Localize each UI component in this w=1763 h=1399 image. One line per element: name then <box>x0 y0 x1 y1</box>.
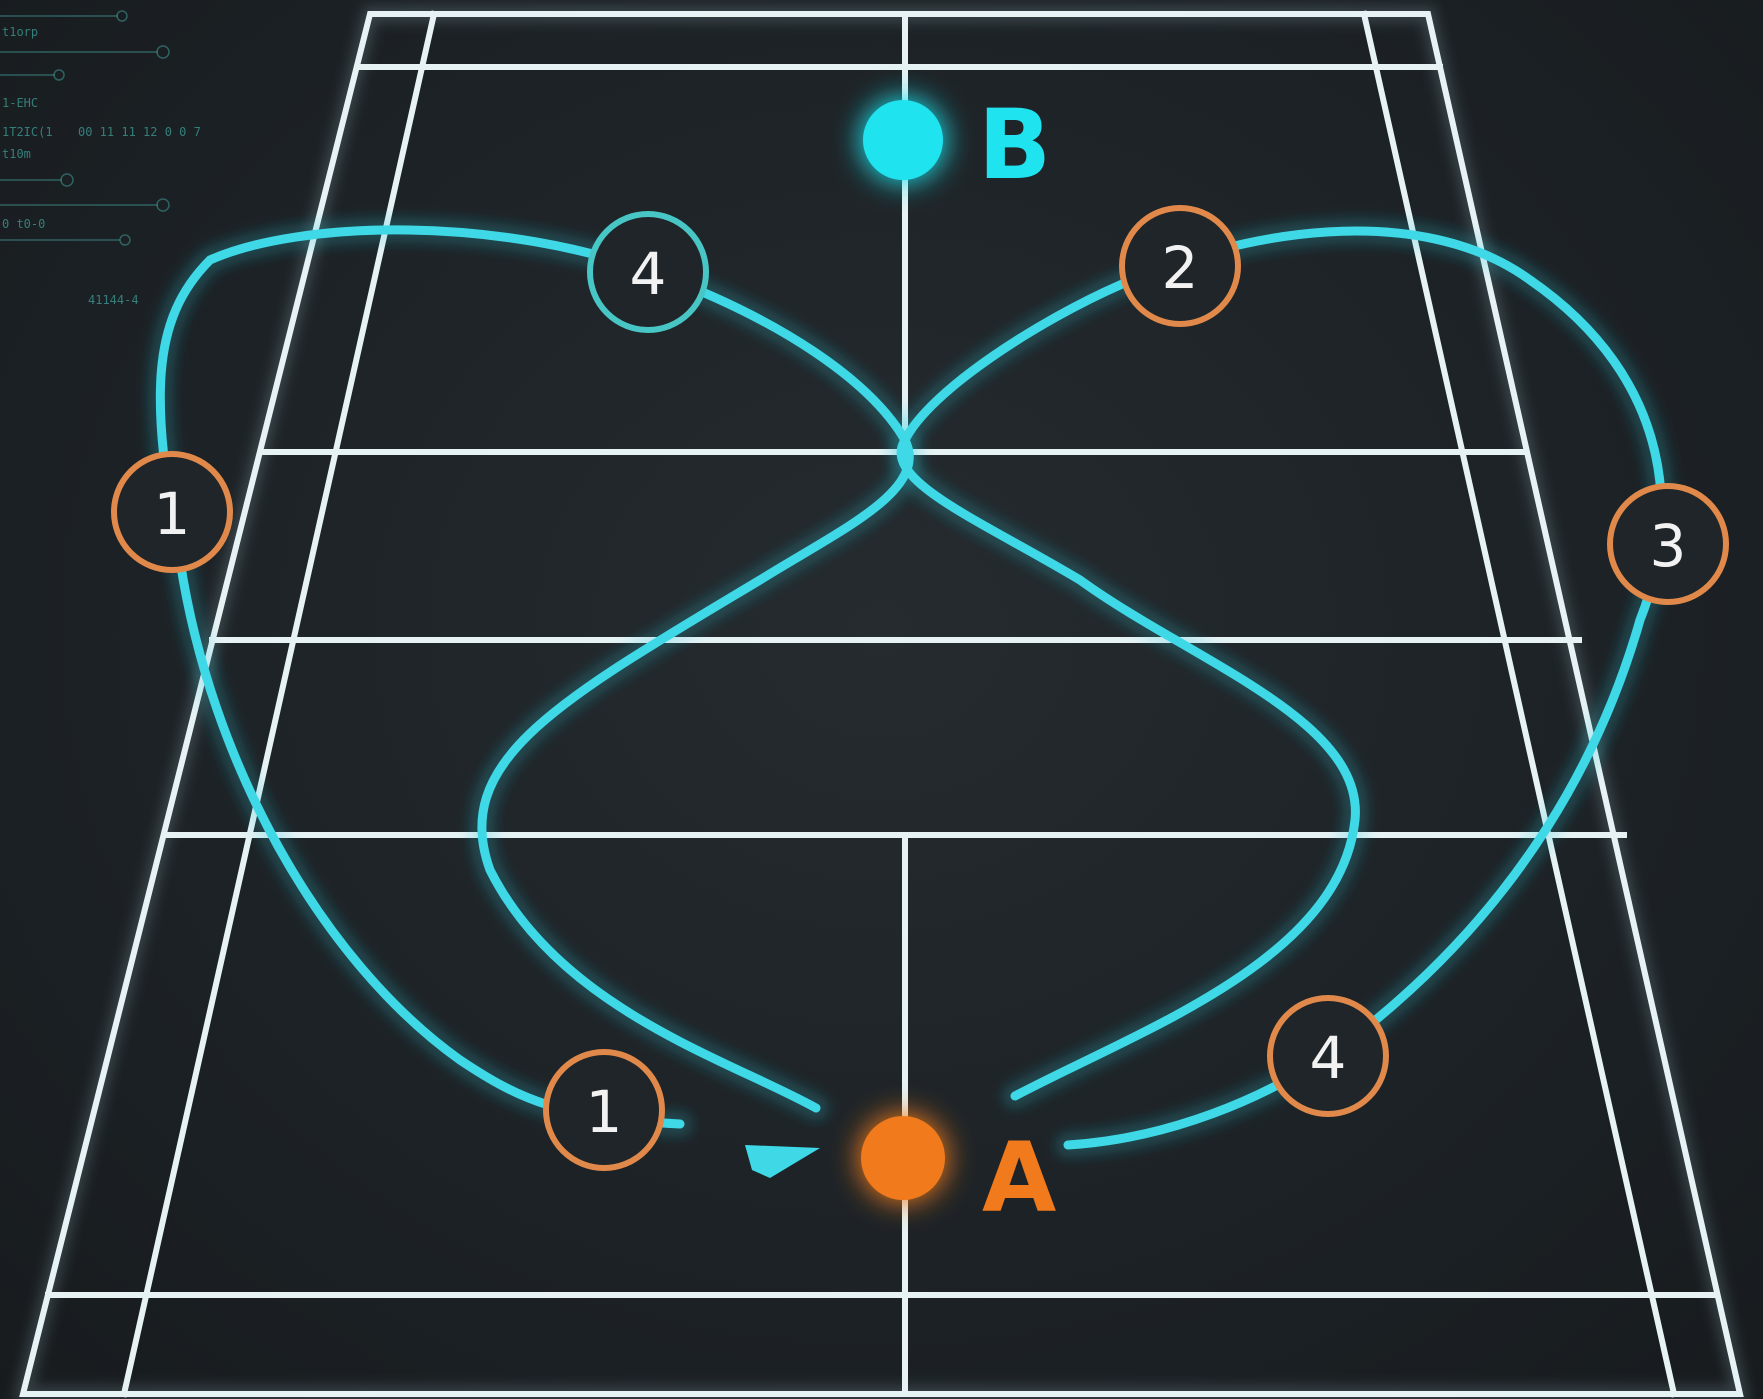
step-marker-number: 3 <box>1650 512 1687 580</box>
step-marker: 2 <box>1122 208 1238 324</box>
path-glow <box>160 230 1661 1145</box>
step-marker: 1 <box>546 1052 662 1168</box>
point-b-label: B <box>978 89 1051 201</box>
path-right-loop <box>901 231 1661 1145</box>
movement-path <box>160 230 1661 1178</box>
step-marker: 1 <box>114 454 230 570</box>
step-marker: 4 <box>1270 998 1386 1114</box>
hud-text-5: t10m <box>2 147 31 161</box>
step-marker-number: 4 <box>630 240 667 308</box>
point-a-label: A <box>982 1122 1056 1234</box>
point-b-dot <box>863 100 943 180</box>
step-marker-number: 4 <box>1310 1024 1347 1092</box>
arrowhead-icon <box>745 1145 820 1178</box>
point-a-dot <box>861 1116 945 1200</box>
hud-text-3: 1T2IC(1 <box>2 125 53 139</box>
hud-text-4: 00 11 11 12 0 0 7 <box>78 125 201 139</box>
point-b: B <box>861 89 1051 201</box>
step-marker-number: 1 <box>154 480 191 548</box>
hud-slider-knob <box>54 70 64 80</box>
hud-text-6: 0 t0-0 <box>2 217 45 231</box>
right-singles-sideline <box>1364 14 1674 1394</box>
hud-text-7: 41144-4 <box>88 293 139 307</box>
step-marker: 3 <box>1610 486 1726 602</box>
hud-text-1: t1orp <box>2 25 38 39</box>
hud-slider-knob <box>157 46 169 58</box>
hud-slider-knob <box>157 199 169 211</box>
step-marker-number: 2 <box>1162 234 1199 302</box>
hud-slider-knob <box>117 11 127 21</box>
point-a: A <box>859 1114 1056 1234</box>
hud-slider-knob <box>120 235 130 245</box>
step-marker: 4 <box>590 214 706 330</box>
hud-text-2: 1-EHC <box>2 96 38 110</box>
path-left-loop <box>160 230 909 1124</box>
hud-slider-knob <box>61 174 73 186</box>
step-marker-number: 1 <box>586 1078 623 1146</box>
hud-panel: t1orp 1-EHC 1T2IC(1 00 11 11 12 0 0 7 t1… <box>0 11 201 307</box>
